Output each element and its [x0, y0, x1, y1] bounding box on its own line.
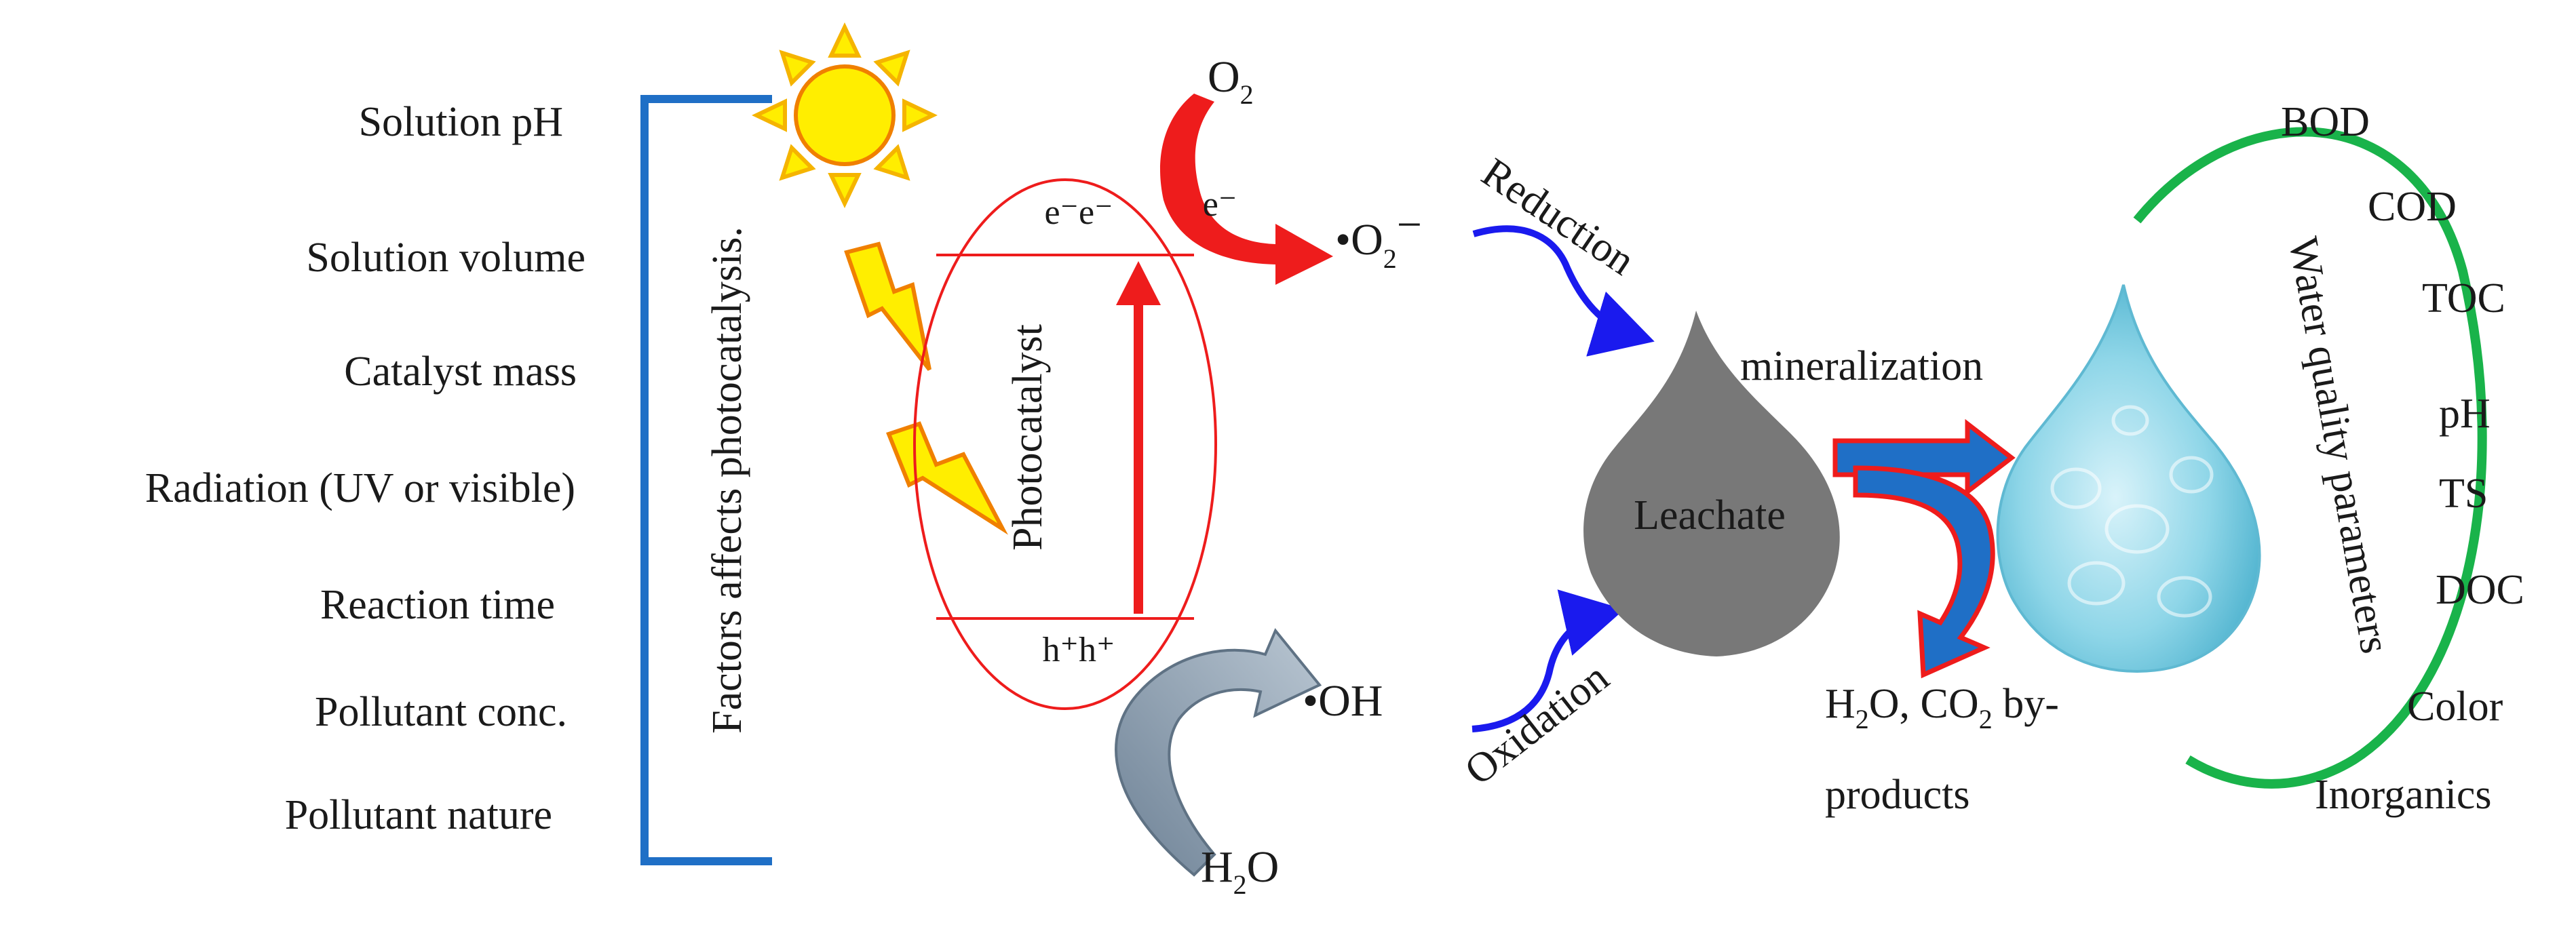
factor-item: Catalyst mass [344, 349, 577, 395]
factor-item: Pollutant conc. [315, 689, 567, 735]
factors-bracket [640, 95, 772, 865]
lightning-icon [844, 241, 931, 371]
factor-item: Reaction time [320, 582, 555, 628]
water-oxidation-arrow [1115, 628, 1322, 877]
mineralization-label: mineralization [1740, 343, 1983, 389]
factors-label: Factors affects photocatalysis. [704, 227, 750, 734]
leachate-drop: Leachate [1583, 311, 1840, 656]
electrons-label: e⁻e⁻ [1044, 193, 1113, 232]
factor-item: Solution volume [306, 235, 585, 281]
products-line-2: products [1825, 772, 1970, 818]
factors-list: Solution pH Solution volume Catalyst mas… [145, 99, 585, 838]
photocatalyst-particle: e⁻e⁻ h⁺h⁺ Photocatalyst [913, 178, 1217, 710]
products-line-1: H2O, CO2 by- [1825, 681, 2059, 734]
parameter-item: DOC [2436, 567, 2524, 613]
electron-transfer-arrow [1160, 94, 1333, 285]
parameter-item: pH [2439, 391, 2491, 437]
clean-water-drop [1996, 284, 2261, 673]
photocatalyst-label: Photocatalyst [1005, 324, 1051, 551]
parameter-item: TS [2439, 471, 2488, 517]
parameter-item: BOD [2281, 99, 2370, 145]
oxidation-arrow [1472, 589, 1625, 732]
mineralization-arrow [1832, 418, 2016, 679]
parameter-item: Inorganics [2315, 772, 2492, 818]
sun-icon [752, 22, 938, 208]
factor-item: Radiation (UV or visible) [145, 465, 575, 511]
parameter-item: TOC [2422, 275, 2505, 321]
reduction-arrow [1472, 225, 1655, 357]
factor-item: Pollutant nature [285, 792, 552, 838]
oxidation-label: Oxidation [1457, 654, 1617, 794]
holes-label: h⁺h⁺ [1043, 631, 1115, 669]
water-quality-arc [2133, 127, 2487, 789]
parameter-item: COD [2368, 184, 2457, 230]
factor-item: Solution pH [359, 99, 563, 145]
oxygen-label: O2 [1208, 52, 1254, 110]
lightning-icon [886, 421, 1008, 535]
superoxide-radical-label: •O2− [1335, 200, 1422, 274]
parameter-item: Color [2407, 684, 2503, 730]
water-label: H2O [1201, 842, 1279, 900]
hydroxyl-radical-label: •OH [1303, 676, 1383, 726]
parameters-list: BOD COD TOC pH TS DOC Color Inorganics [2281, 99, 2524, 818]
electron-label: e⁻ [1203, 185, 1237, 224]
reduction-label: Reduction [1474, 149, 1642, 284]
leachate-label: Leachate [1634, 492, 1786, 538]
water-quality-label: Water quality parameters [2280, 234, 2398, 657]
